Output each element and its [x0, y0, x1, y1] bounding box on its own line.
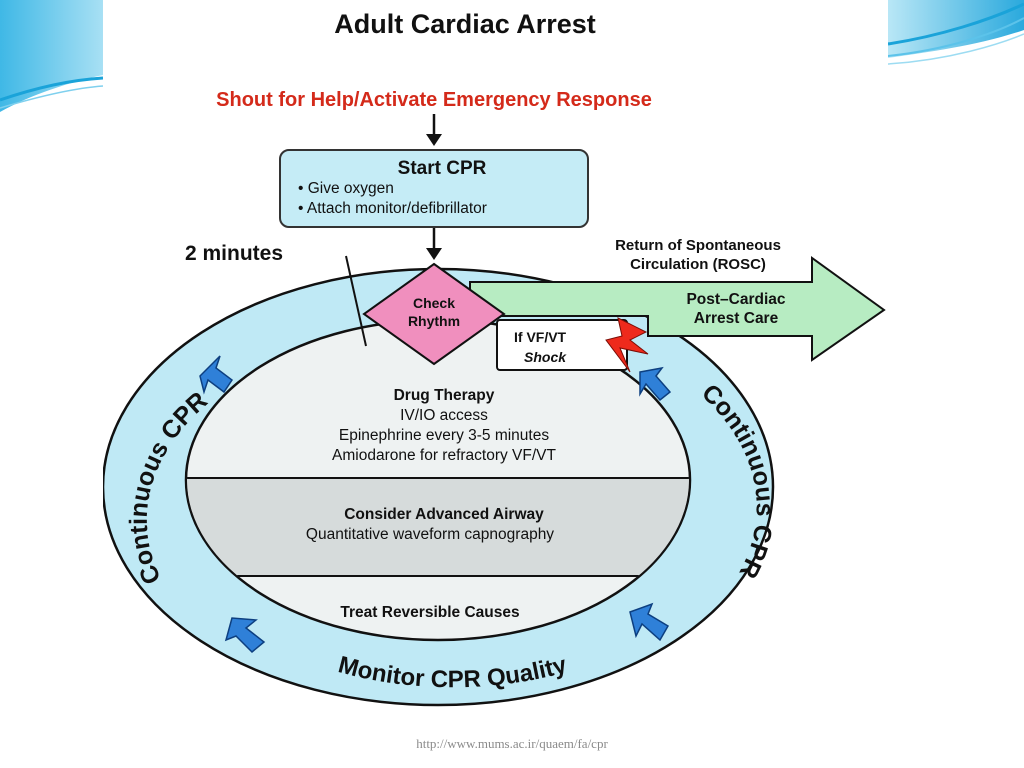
start-cpr-bullet: • Attach monitor/defibrillator: [298, 200, 487, 217]
post-cardiac-arrow: [469, 256, 886, 362]
airway-section: [187, 478, 689, 576]
drug-therapy-line: Amiodarone for refractory VF/VT: [332, 447, 556, 464]
drug-therapy-line: IV/IO access: [400, 407, 488, 424]
start-cpr-bullet: • Give oxygen: [298, 180, 394, 197]
drug-therapy-title: Drug Therapy: [394, 387, 495, 404]
lightning-bolt-icon: [605, 317, 649, 373]
start-cpr-title: Start CPR: [398, 158, 487, 179]
diagram-panel: Adult Cardiac Arrest Shout for Help/Acti…: [103, 8, 888, 766]
post-cardiac-text-line: Post–Cardiac: [686, 291, 785, 308]
ring-arrow-icon: [199, 355, 234, 395]
ring-arrow-icon: [629, 602, 670, 642]
airway-title: Consider Advanced Airway: [344, 506, 544, 523]
reversible-causes-text: Treat Reversible Causes: [340, 604, 519, 621]
rosc-text-line: Circulation (ROSC): [630, 256, 766, 273]
airway-line: Quantitative waveform capnography: [306, 526, 554, 543]
check-rhythm-text-line: Rhythm: [408, 313, 460, 329]
arrow-to-start-cpr: [426, 114, 442, 146]
cardiac-arrest-diagram: Adult Cardiac Arrest Shout for Help/Acti…: [103, 9, 886, 707]
post-cardiac-text-line: Arrest Care: [694, 310, 779, 327]
ring-arrow-icon: [224, 617, 266, 654]
source-url: http://www.mums.ac.ir/quaem/fa/cpr: [416, 736, 608, 751]
diagram-title: Adult Cardiac Arrest: [334, 9, 596, 39]
right-swoosh-decoration: [887, 0, 1024, 65]
two-minutes-label: 2 minutes: [185, 242, 283, 265]
two-minutes-leader-line: [345, 255, 367, 347]
ring-arrow-icon: [639, 366, 672, 402]
rosc-text-line: Return of Spontaneous: [615, 237, 781, 254]
shout-for-help-text: Shout for Help/Activate Emergency Respon…: [216, 89, 652, 111]
shock-text-line: If VF/VT: [514, 329, 567, 345]
drug-therapy-line: Epinephrine every 3-5 minutes: [339, 427, 549, 444]
check-rhythm-text-line: Check: [413, 295, 455, 311]
start-cpr-box: [279, 149, 589, 228]
arrow-to-check-rhythm: [426, 228, 442, 260]
check-rhythm-diamond: [362, 262, 506, 366]
shock-text-line: Shock: [524, 349, 567, 365]
left-swoosh-decoration: [0, 0, 104, 112]
